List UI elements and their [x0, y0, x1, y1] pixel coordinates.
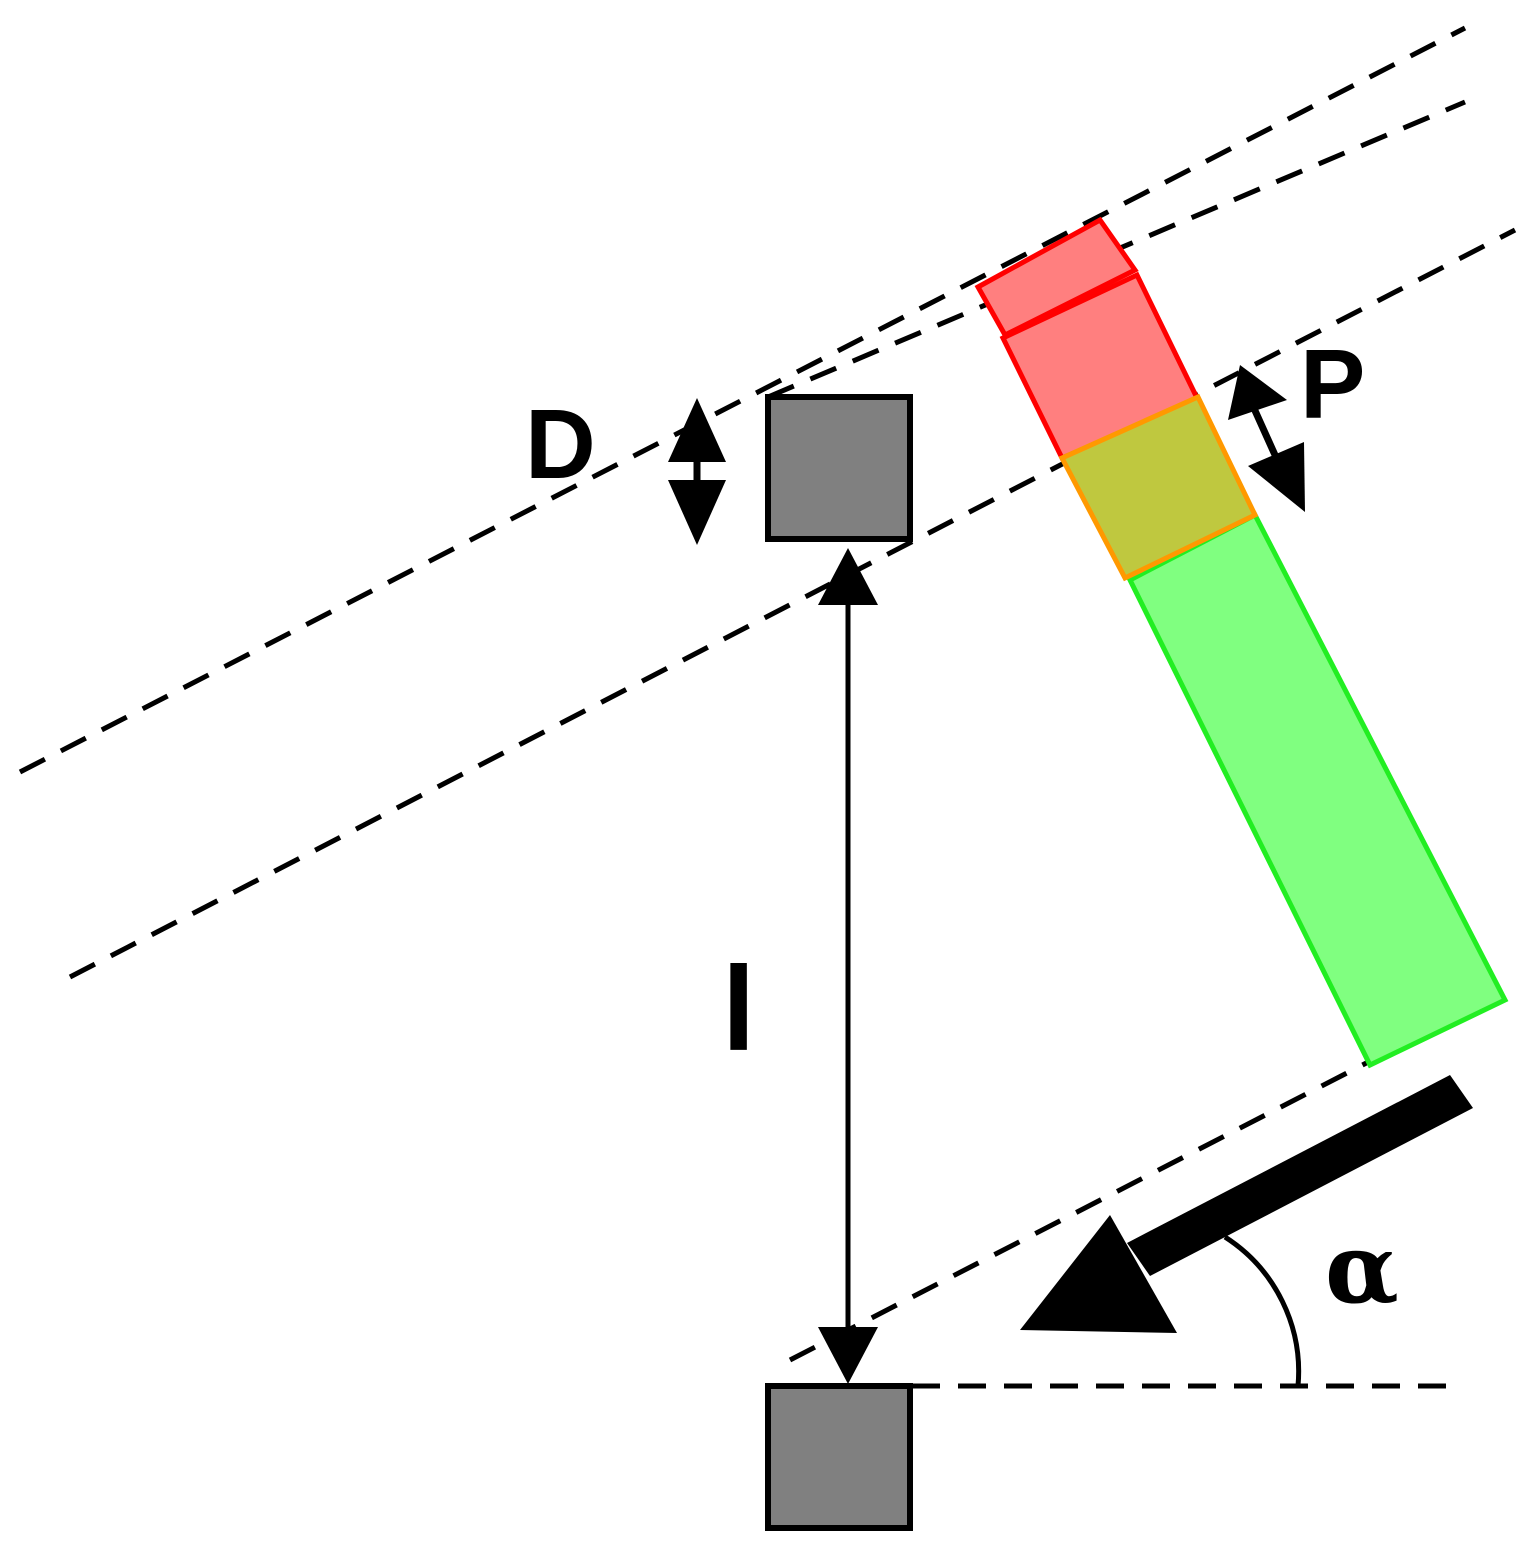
square-upper: [765, 394, 913, 542]
label-p: P: [1300, 329, 1365, 439]
label-alpha: α: [1325, 1212, 1399, 1325]
angle-alpha-arc: [1223, 1234, 1302, 1387]
p-double-arrow: [1228, 365, 1305, 512]
dashed-line-lower: [788, 1022, 1442, 1363]
overlap-region: [1058, 393, 1259, 582]
label-d: D: [525, 389, 596, 499]
dashed-line-top: [18, 25, 1467, 775]
incoming-arrow: [1020, 1075, 1473, 1333]
dashed-line-bottom: [68, 227, 1517, 980]
green-strip: [1126, 511, 1509, 1069]
d-double-arrow: [668, 398, 726, 545]
red-strip-upper: [974, 216, 1139, 339]
distance-l-arrow: [818, 548, 878, 1384]
square-lower: [765, 1383, 913, 1531]
label-l: l: [722, 942, 755, 1076]
